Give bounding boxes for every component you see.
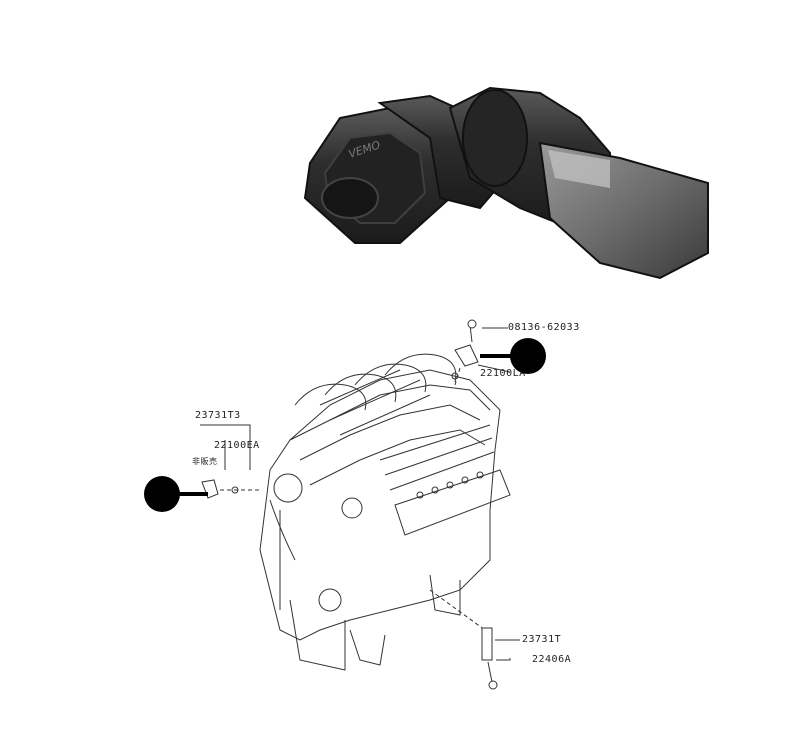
callout-bottom-bolt: 22406A: [532, 654, 572, 665]
callout-bottom-sensor: 23731T: [522, 634, 562, 645]
sensor-product-photo: VEMO: [303, 86, 709, 280]
callout-top-sensor: 22100LA: [480, 368, 526, 379]
engine-parts-diagram: [200, 319, 520, 690]
bottom-sensor-shape: [481, 627, 493, 661]
callout-left-bracket: 23731T3: [195, 410, 241, 421]
callout-top-bolt: 08136-62033: [508, 322, 580, 333]
top-sensor-shape: [454, 344, 479, 367]
left-location-marker: [144, 476, 180, 512]
top-location-marker: [510, 338, 546, 374]
callout-left-sensor: 22100EA: [214, 440, 260, 451]
engine-block: [259, 369, 501, 641]
top-marker-line: [480, 354, 514, 358]
callout-left-note: 非販売: [192, 457, 218, 466]
left-marker-line: [178, 492, 208, 496]
